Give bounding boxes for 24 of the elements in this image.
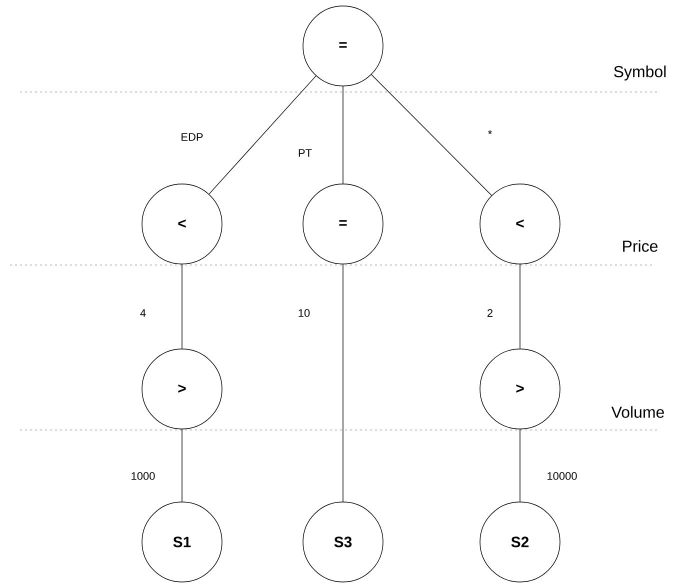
edge-label: * [488,130,492,134]
circle-node: = [302,6,384,86]
circle-node: S1 [142,502,222,582]
connector-line [342,264,344,502]
connector-line [342,86,344,184]
edge-label: 10 [298,309,310,317]
connector-line [208,76,316,194]
circle-node: < [142,184,222,264]
edge-label: 10000 [548,472,577,480]
circle-node: S3 [302,502,384,582]
connector-line [371,74,492,196]
circle-node: > [142,348,222,430]
circle-node: S2 [480,502,560,582]
edge-label: 2 [488,309,492,317]
circle-node: = [302,184,384,264]
edge-label: 4 [140,309,146,317]
circle-node: > [480,348,560,430]
level-label: Price [623,240,658,252]
circle-node: < [480,184,560,264]
level-label: Volume [611,406,664,418]
edge-label: 1000 [132,472,155,480]
level-label: Symbol [614,66,666,80]
edge-label: EDP [182,133,203,141]
edge-label: PT [298,149,312,157]
